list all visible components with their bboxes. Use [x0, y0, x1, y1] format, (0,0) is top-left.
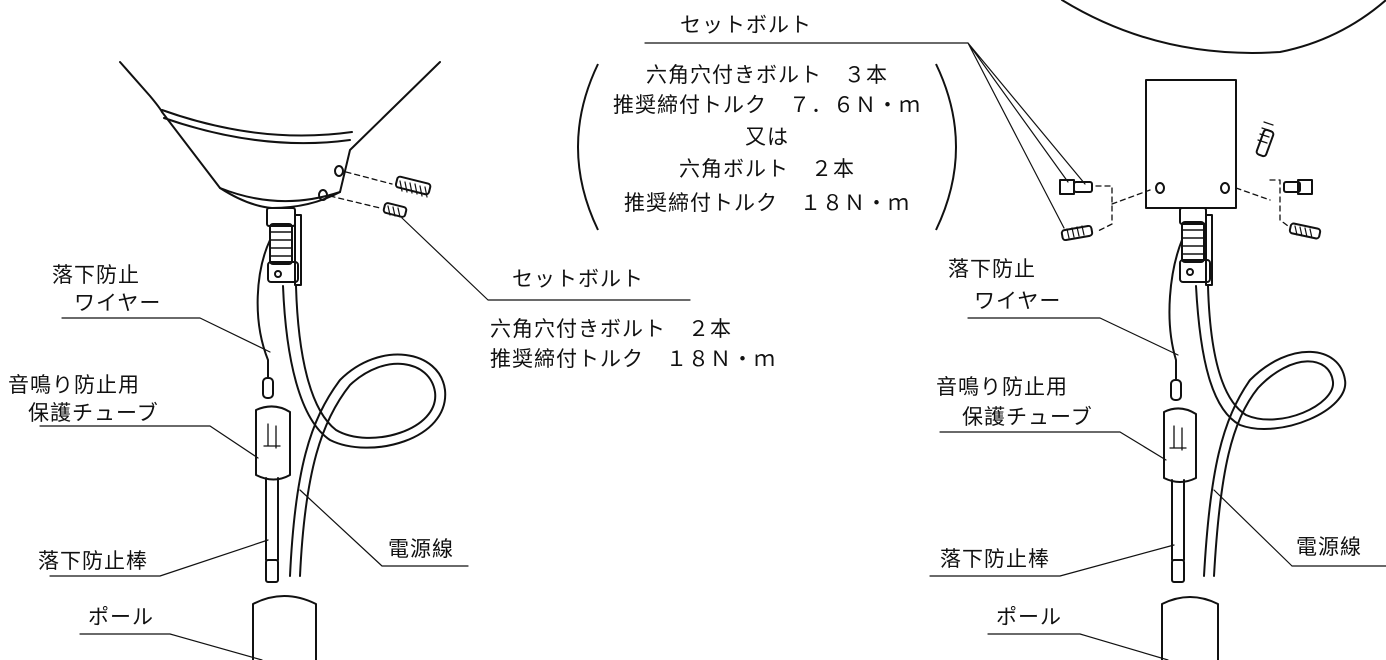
- left-cable-label: 電源線: [388, 537, 454, 561]
- right-bolt-holes: [1155, 182, 1230, 194]
- left-set-bolt-title: セットボルト: [512, 267, 644, 291]
- left-bracket: [266, 207, 302, 286]
- top-bolt-spec: 六角穴付きボルト ３本 推奨締付トルク ７．６Ｎ・ｍ 又は 六角ボルト ２本 推…: [568, 62, 966, 232]
- right-fall-prevention-rod: [1171, 479, 1185, 583]
- right-wire-label-1: 落下防止: [948, 257, 1036, 281]
- top-spec-line-1: 六角穴付きボルト ３本: [646, 63, 888, 87]
- left-set-bolts: [329, 171, 432, 218]
- left-protective-tube: [255, 405, 291, 481]
- top-spec-line-4: 六角ボルト ２本: [679, 157, 855, 181]
- top-spec-line-3: 又は: [745, 125, 789, 149]
- left-set-bolt-spec-1: 六角穴付きボルト ２本: [490, 317, 732, 341]
- right-protective-tube: [1163, 407, 1197, 483]
- right-rod-label: 落下防止棒: [940, 547, 1050, 571]
- right-wire-label-2: ワイヤー: [974, 289, 1062, 313]
- top-set-bolt-title: セットボルト: [680, 13, 812, 37]
- top-spec-line-2: 推奨締付トルク ７．６Ｎ・ｍ: [613, 93, 921, 117]
- left-leader-lines: [39, 217, 691, 660]
- right-set-bolts: [1059, 121, 1322, 242]
- left-fall-prevention-wire: [256, 239, 274, 399]
- right-fixture-housing: [1061, 0, 1386, 209]
- right-pole: [1161, 596, 1219, 660]
- left-bolt-holes: [318, 165, 344, 201]
- left-rod-label: 落下防止棒: [38, 549, 148, 573]
- left-wire-label-2: ワイヤー: [74, 291, 162, 315]
- left-wire-label-1: 落下防止: [52, 263, 140, 287]
- right-pole-label: ポール: [996, 605, 1062, 629]
- left-pole-label: ポール: [88, 605, 154, 629]
- right-tube-label-2: 保護チューブ: [962, 405, 1093, 429]
- right-tube-label-1: 音鳴り防止用: [936, 375, 1068, 399]
- right-cable-label: 電源線: [1296, 535, 1362, 559]
- left-fall-prevention-rod: [265, 477, 279, 583]
- left-tube-label-2: 保護チューブ: [28, 401, 159, 425]
- left-fixture-housing: [119, 61, 441, 209]
- top-spec-line-5: 推奨締付トルク １８Ｎ・ｍ: [624, 191, 910, 215]
- right-leader-lines: [644, 42, 1386, 660]
- right-power-cable: [1195, 285, 1347, 577]
- spec-parentheses: [577, 63, 957, 231]
- left-set-bolt-spec-2: 推奨締付トルク １８Ｎ・ｍ: [490, 347, 776, 371]
- left-tube-label-1: 音鳴り防止用: [8, 373, 140, 397]
- right-bracket: [1179, 207, 1213, 286]
- left-power-cable: [282, 285, 447, 577]
- right-fall-prevention-wire: [1168, 239, 1183, 401]
- left-pole: [252, 595, 317, 660]
